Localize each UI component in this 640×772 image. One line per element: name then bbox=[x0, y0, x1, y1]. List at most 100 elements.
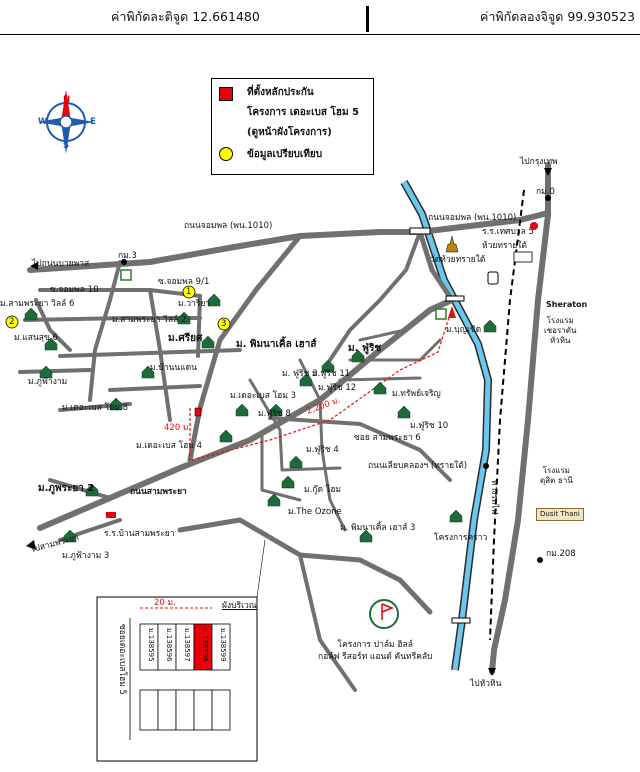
road-left-10 bbox=[34, 298, 72, 352]
canal-water bbox=[401, 180, 491, 671]
label-phufa-ngam: ม.ภูฟ้างาม bbox=[28, 377, 68, 387]
longitude-label: ค่าพิกัดลองจิจูด 99.930523 bbox=[480, 9, 635, 24]
label-sampraya-village-6: ม.สามพระยา วิลล์ 6 bbox=[0, 299, 75, 309]
project-marker bbox=[194, 407, 202, 417]
label-the-base-home-3: ม.เดอะเบส โฮม 3 bbox=[230, 391, 297, 401]
label-chomphon-road: ถนนจอมพล (พน.1010) bbox=[184, 221, 273, 231]
road-mid-1 bbox=[260, 432, 302, 502]
plan-lot-2: ม.138596 bbox=[165, 628, 173, 662]
site-plan-lots bbox=[139, 623, 231, 731]
compass bbox=[38, 90, 94, 154]
plan-connector bbox=[256, 539, 266, 598]
label-phu-phraya-2: ม.ภูพระยา 2 bbox=[38, 483, 95, 494]
dusit-label: โรงแรม ดุสิต ธานี bbox=[540, 466, 573, 485]
village-icon bbox=[201, 335, 215, 349]
road-branch-2 bbox=[328, 230, 422, 362]
label-to-bangkok: ไปกรุงเทพ bbox=[520, 157, 558, 167]
legend-project-label: ที่ตั้งหลักประกัน bbox=[247, 87, 314, 98]
legend-project-note: (ดูหน้าผังโครงการ) bbox=[247, 127, 332, 138]
label-to-hua-hin: ไปหัวหิน bbox=[470, 679, 502, 689]
label-distance-420: 420 ม. bbox=[164, 423, 192, 433]
plan-lot-3: ม.138597 bbox=[183, 628, 191, 662]
plan-lot-1: ม.138595 bbox=[147, 628, 155, 662]
village-icon bbox=[24, 307, 38, 321]
bridge-3 bbox=[451, 617, 471, 624]
sheraton-label: โรงแรม เชอราตัน หัวหิน bbox=[544, 316, 577, 345]
comparison-point-1 bbox=[182, 285, 196, 299]
village-icon bbox=[44, 337, 58, 351]
dusit-sign: Dusit Thani bbox=[536, 508, 584, 521]
village-icon bbox=[321, 359, 335, 373]
compass-s: S bbox=[63, 141, 70, 151]
plan-width-label: 20 ม. bbox=[154, 598, 176, 608]
road-left-4 bbox=[58, 348, 242, 358]
km208-dot bbox=[537, 557, 543, 563]
road-west bbox=[48, 478, 112, 500]
label-baan-nadaen: ม.บ้านนแดน bbox=[150, 363, 197, 373]
comparison-number-2: 2 bbox=[9, 317, 15, 327]
arrow-to-hua-hin bbox=[488, 668, 496, 676]
label-sampraya-villa-2: ม.สามพระยา วิลล์ 2 bbox=[112, 315, 187, 325]
golf-flag bbox=[381, 603, 395, 620]
road-soi-6 bbox=[268, 416, 452, 482]
bridge-1 bbox=[409, 227, 431, 235]
label-railway: ทางรถไฟ bbox=[489, 480, 499, 515]
compass-n: N bbox=[63, 95, 71, 105]
label-school: ร.ร.บ้านสามพระยา bbox=[104, 529, 175, 539]
village-icon bbox=[109, 397, 123, 411]
label-soi-sampraya-6: ซอย สามพระยา 6 bbox=[354, 433, 421, 443]
school-flag-icon bbox=[106, 512, 116, 518]
label-phu-rich-10: ม.ฟู่ริช 10 bbox=[410, 421, 449, 431]
road-left-5 bbox=[18, 368, 92, 374]
arrow-to-bypass bbox=[30, 262, 38, 270]
label-sansuk-6: ม.แสนสุข 6 bbox=[14, 333, 58, 343]
comparison-number-3: 3 bbox=[221, 319, 227, 329]
road-left-6 bbox=[108, 384, 202, 392]
road-canal-side bbox=[417, 229, 455, 303]
label-khrang-project: โครงการคราว bbox=[434, 533, 488, 543]
train-icon bbox=[487, 271, 499, 285]
legend: ที่ตั้งหลักประกัน โครงการ เดอะเบส โฮม 5 … bbox=[211, 78, 374, 175]
road-mid-8 bbox=[248, 378, 282, 432]
comparison-point-2 bbox=[5, 315, 19, 329]
village-icon bbox=[483, 319, 497, 333]
village-icon bbox=[397, 405, 411, 419]
label-tessaban-school: ร.ร.เทศบาล 5 bbox=[482, 227, 534, 237]
label-phimana-top: ม. พิมนาเคิ้ล เฮาส์ bbox=[236, 339, 317, 350]
temple-icon bbox=[445, 235, 459, 253]
road-mid-4 bbox=[338, 376, 422, 382]
seven-eleven-icon bbox=[435, 308, 447, 320]
label-km0: กม.0 bbox=[536, 187, 555, 197]
legend-project-name: โครงการ เดอะเบส โฮม 5 bbox=[247, 107, 359, 118]
label-phimana-3: ม. พิมนาเคิ้ล เฮาส์ 3 bbox=[340, 523, 416, 533]
label-phu-rich-12: ม.ฟู่ริช 12 bbox=[318, 383, 357, 393]
road-mid-3 bbox=[318, 398, 347, 532]
comparison-point-3 bbox=[217, 317, 231, 331]
label-soi-chomphon-10: ซ.จอมพล 10 bbox=[50, 285, 99, 295]
gas-station-icon bbox=[530, 222, 538, 230]
plan-lot-5: ม.138599 bbox=[219, 628, 227, 662]
bridge-2 bbox=[445, 295, 465, 302]
header-divider bbox=[366, 6, 369, 32]
route-distance bbox=[191, 307, 453, 461]
village-icon bbox=[449, 509, 463, 523]
seven-eleven-icon bbox=[120, 269, 132, 281]
road-left-8 bbox=[148, 288, 172, 422]
village-icon bbox=[289, 455, 303, 469]
palm-hills-label: โครงการ ปาล์ม ฮิลล์ กอล์ฟ รีสอร์ท แอนด์ … bbox=[318, 640, 433, 662]
label-soi-chomphon-9-1: ซ.จอมพล 9/1 bbox=[158, 277, 210, 287]
village-icon bbox=[177, 311, 191, 325]
comparison-number-1: 1 bbox=[186, 287, 192, 297]
plan-soi-label: ซอยเดอะเบสโฮม 5 bbox=[117, 624, 127, 695]
plan-lot-4: ม.138598 bbox=[201, 628, 209, 662]
label-good-home: ม.กู๊ด โฮม bbox=[304, 485, 342, 495]
sheraton-logo-text: Sheraton bbox=[546, 300, 588, 309]
label-km208: กม.208 bbox=[546, 549, 576, 559]
legend-project-swatch bbox=[219, 87, 233, 101]
route-arrow bbox=[448, 306, 456, 318]
chiao-khlong-dot bbox=[483, 463, 489, 469]
village-icon bbox=[219, 429, 233, 443]
label-the-base-home-8: ม.เดอะเบส โฮม 8 bbox=[62, 403, 129, 413]
road-phetkasem bbox=[489, 162, 551, 675]
label-sriyos: ม.ศรียศ bbox=[168, 333, 203, 344]
